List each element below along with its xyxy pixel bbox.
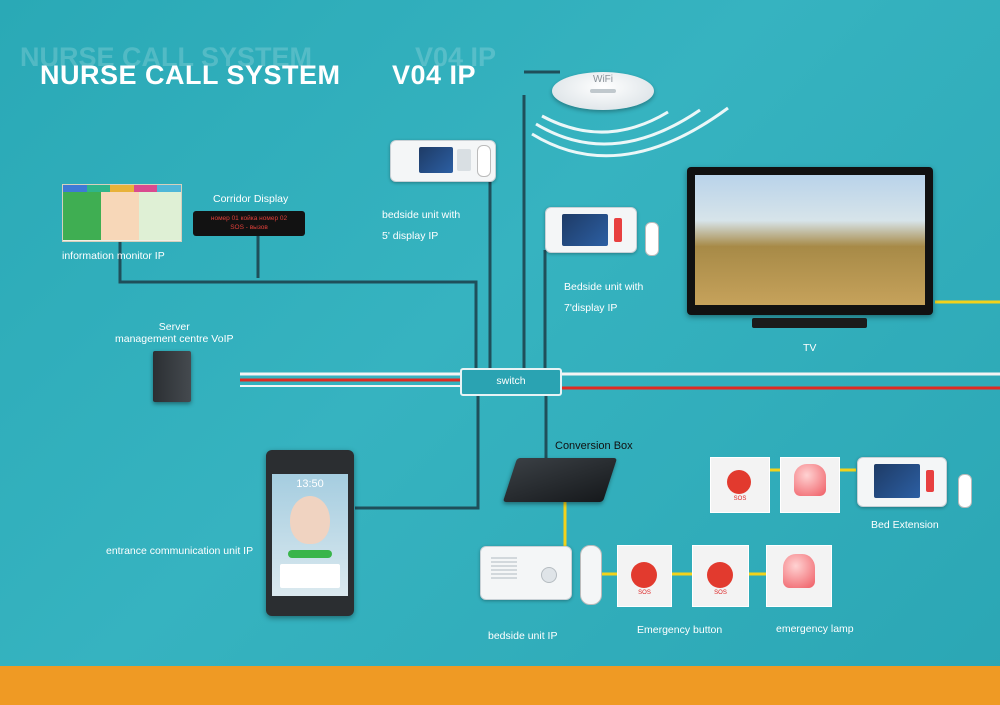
bedside-unit-label: bedside unit IP: [488, 630, 558, 642]
bed-ext-sos-button: [727, 470, 751, 494]
entrance-id-card: [280, 564, 340, 588]
bed-ext-screen: [874, 464, 920, 498]
monitor-panel-green: [63, 192, 101, 240]
entrance-unit-label: entrance communication unit IP: [106, 545, 254, 557]
bed-extension-unit: [857, 457, 947, 507]
bedside-handset: [580, 545, 602, 605]
entrance-status-bar: [288, 550, 332, 558]
title-shadow: NURSE CALL SYSTEM: [20, 42, 313, 72]
tv: [687, 167, 933, 315]
corridor-display-label: Corridor Display: [213, 193, 289, 205]
server-tower: [153, 351, 191, 402]
conversion-box: [502, 458, 618, 502]
entrance-time: 13:50: [296, 478, 324, 490]
sos-text-1: SOS: [638, 590, 651, 596]
wifi-label: WiFi: [593, 74, 613, 85]
bottom-band: [0, 666, 1000, 705]
wifi-arc-1: [541, 110, 669, 134]
bedside-unit-7-display: [545, 207, 637, 253]
bedside-call-button: [541, 567, 557, 583]
emergency-button-label: Emergency button: [637, 624, 723, 636]
face-avatar: [290, 496, 330, 544]
wifi-arc-3: [531, 106, 729, 158]
wire-entrance: [355, 393, 480, 510]
wifi-access-point: WiFi: [552, 72, 654, 110]
version-title: V04 IP: [392, 60, 477, 90]
information-monitor-label: information monitor IP: [62, 250, 165, 262]
version-shadow: V04 IP: [415, 42, 497, 72]
network-switch: switch: [460, 368, 562, 396]
server-label: Server management centre VoIP: [115, 321, 234, 345]
corridor-display: номер 01 койка номер 02 SOS - вызов: [193, 211, 305, 236]
bedside-speaker: [491, 557, 517, 579]
bed-extension-sos: SOS: [710, 457, 770, 513]
bed-ext-sos-text: SOS: [733, 496, 747, 502]
page-title: NURSE CALL SYSTEM: [40, 60, 341, 90]
bed-extension-label: Bed Extension: [871, 519, 939, 531]
tv-stand: [752, 318, 867, 328]
wifi-arc-2: [535, 108, 701, 146]
emergency-lamp-bottom: [766, 545, 832, 607]
bedside-unit-5-label: bedside unit with 5' display IP: [382, 209, 461, 242]
bedside7-handset: [645, 222, 659, 256]
lamp-dome-top: [794, 464, 826, 496]
wire-monitor: [118, 240, 478, 380]
bedside-unit: [480, 546, 572, 600]
tv-label: TV: [803, 342, 817, 354]
entrance-unit: 13:50: [266, 450, 354, 616]
information-monitor: [62, 184, 182, 242]
bedside5-screen: [419, 147, 453, 173]
emergency-lamp-label: emergency lamp: [776, 623, 854, 635]
monitor-header: [63, 185, 181, 192]
sos-text-2: SOS: [714, 590, 727, 596]
bedside5-handset: [477, 145, 491, 177]
emergency-button-2: SOS: [692, 545, 749, 607]
conversion-box-label: Conversion Box: [555, 440, 633, 452]
bed-extension-lamp: [780, 457, 840, 513]
emergency-button-1: SOS: [617, 545, 672, 607]
wifi-led: [590, 89, 616, 93]
lamp-dome-bottom: [783, 554, 815, 588]
tv-screen: [695, 175, 925, 305]
entrance-screen: 13:50: [272, 474, 348, 596]
sos-button-2: [707, 562, 733, 588]
bed-ext-handset: [958, 474, 972, 508]
sos-button-1: [631, 562, 657, 588]
monitor-panel-peach: [101, 192, 139, 240]
corridor-text-line2: SOS - вызов: [230, 224, 268, 231]
bedside-unit-5-display: [390, 140, 496, 182]
bedside5-keypad: [457, 149, 471, 171]
wire-bedside5: [455, 173, 492, 370]
monitor-panel-mint: [139, 192, 181, 240]
bed-ext-buttons: [926, 470, 934, 492]
bedside-unit-7-label: Bedside unit with 7'display IP: [564, 281, 644, 314]
bedside7-buttons: [614, 218, 622, 242]
corridor-text-line1: номер 01 койка номер 02: [210, 215, 288, 222]
bedside7-screen: [562, 214, 608, 246]
